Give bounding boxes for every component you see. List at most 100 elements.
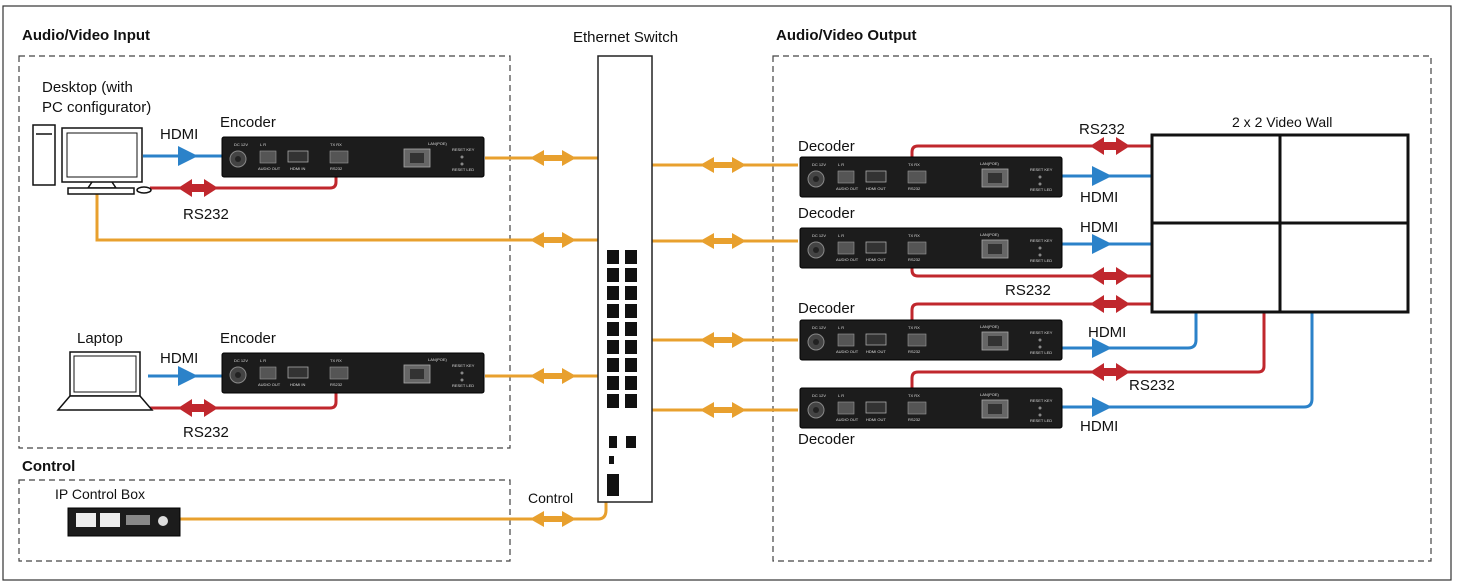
hdmi-label-laptop: HDMI [160,350,198,367]
svg-text:DC 12V: DC 12V [812,233,826,238]
svg-text:RS232: RS232 [330,382,343,387]
svg-text:HDMI OUT: HDMI OUT [866,257,886,262]
svg-text:TX RX: TX RX [908,325,920,330]
svg-text:L R: L R [838,162,844,167]
svg-text:DC 12V: DC 12V [812,162,826,167]
output-section-box [772,55,1432,562]
decoder-3: DC 12V L R AUDIO OUT HDMI OUT TX RX RS23… [799,319,1063,361]
desktop-label-line2: PC configurator) [42,99,151,116]
input-section-title: Audio/Video Input [22,27,150,44]
decoder-1: DC 12V L R AUDIO OUT HDMI OUT TX RX RS23… [799,156,1063,198]
hdmi-label-out-4: HDMI [1080,418,1118,435]
svg-text:L R: L R [838,325,844,330]
hdmi-label-out-3: HDMI [1088,324,1126,341]
control-section-title: Control [22,458,75,475]
ip-control-box [67,507,181,537]
desktop-label-line1: Desktop (with [42,79,133,96]
svg-text:TX RX: TX RX [330,142,342,147]
svg-text:RESET KEY: RESET KEY [1030,330,1053,335]
svg-text:HDMI OUT: HDMI OUT [866,417,886,422]
svg-text:AUDIO OUT: AUDIO OUT [258,382,281,387]
svg-text:L R: L R [260,142,266,147]
svg-text:DC 12V: DC 12V [812,325,826,330]
svg-text:RS232: RS232 [908,186,921,191]
rs232-arrows [178,137,1130,417]
svg-text:HDMI OUT: HDMI OUT [866,349,886,354]
encoder-2: DC 12V L R AUDIO OUT HDMI IN TX RX RS232… [221,352,485,394]
svg-text:AUDIO OUT: AUDIO OUT [836,257,859,262]
ethernet-arrows [530,150,746,527]
svg-text:L R: L R [260,358,266,363]
ip-control-box-label: IP Control Box [55,486,145,502]
svg-text:LAN(POE): LAN(POE) [428,357,448,362]
control-link-label: Control [528,490,573,506]
svg-text:RESET LED: RESET LED [1030,258,1052,263]
outer-frame [2,5,1452,581]
svg-text:TX RX: TX RX [908,162,920,167]
rs232-label-desktop: RS232 [183,206,229,223]
hdmi-arrows [178,146,1112,417]
decoder-label-4: Decoder [798,431,855,448]
decoder-4: DC 12V L R AUDIO OUT HDMI OUT TX RX RS23… [799,387,1063,429]
svg-text:RS232: RS232 [908,417,921,422]
svg-text:RESET LED: RESET LED [1030,350,1052,355]
rs232-label-out-3: RS232 [1129,377,1175,394]
rs232-label-out-2: RS232 [1005,282,1051,299]
laptop-icon [56,351,154,411]
svg-text:LAN(POE): LAN(POE) [428,141,448,146]
encoder-1: DC 12V L R AUDIO OUT HDMI IN TX RX RS232… [221,136,485,178]
svg-text:L R: L R [838,233,844,238]
hdmi-label-out-1: HDMI [1080,189,1118,206]
input-section-box [18,55,511,449]
svg-text:RESET LED: RESET LED [452,383,474,388]
svg-text:LAN(POE): LAN(POE) [980,161,1000,166]
svg-text:L R: L R [838,393,844,398]
svg-text:DC 12V: DC 12V [234,358,248,363]
svg-text:RESET KEY: RESET KEY [452,147,475,152]
decoder-label-2: Decoder [798,205,855,222]
desktop-computer-icon [32,124,152,195]
svg-text:RESET LED: RESET LED [1030,418,1052,423]
ethernet-switch [597,55,653,503]
svg-text:TX RX: TX RX [908,393,920,398]
encoder-label-1: Encoder [220,114,276,131]
svg-text:HDMI IN: HDMI IN [290,166,305,171]
rs232-cables [150,144,1266,410]
svg-text:LAN(POE): LAN(POE) [980,324,1000,329]
hdmi-label-out-2: HDMI [1080,219,1118,236]
svg-text:RS232: RS232 [330,166,343,171]
rs232-label-laptop: RS232 [183,424,229,441]
decoder-2: DC 12V L R AUDIO OUT HDMI OUT TX RX RS23… [799,227,1063,269]
svg-text:RESET KEY: RESET KEY [1030,167,1053,172]
svg-text:TX RX: TX RX [908,233,920,238]
switch-title: Ethernet Switch [573,29,678,46]
svg-text:RESET KEY: RESET KEY [1030,238,1053,243]
svg-text:HDMI OUT: HDMI OUT [866,186,886,191]
svg-text:TX RX: TX RX [330,358,342,363]
svg-text:RS232: RS232 [908,349,921,354]
svg-text:RESET KEY: RESET KEY [1030,398,1053,403]
svg-text:RESET LED: RESET LED [452,167,474,172]
svg-text:LAN(POE): LAN(POE) [980,232,1000,237]
hdmi-label-desktop: HDMI [160,126,198,143]
svg-text:RESET KEY: RESET KEY [452,363,475,368]
output-section-title: Audio/Video Output [776,27,917,44]
svg-text:AUDIO OUT: AUDIO OUT [836,186,859,191]
svg-text:DC 12V: DC 12V [812,393,826,398]
laptop-label: Laptop [77,330,123,347]
encoder-label-2: Encoder [220,330,276,347]
svg-text:DC 12V: DC 12V [234,142,248,147]
rs232-label-out-1: RS232 [1079,121,1125,138]
svg-text:RS232: RS232 [908,257,921,262]
svg-text:HDMI IN: HDMI IN [290,382,305,387]
video-wall-label: 2 x 2 Video Wall [1232,114,1332,130]
svg-text:LAN(POE): LAN(POE) [980,392,1000,397]
svg-text:AUDIO OUT: AUDIO OUT [258,166,281,171]
svg-text:AUDIO OUT: AUDIO OUT [836,417,859,422]
decoder-label-1: Decoder [798,138,855,155]
svg-text:RESET LED: RESET LED [1030,187,1052,192]
video-wall [1150,133,1410,314]
svg-text:AUDIO OUT: AUDIO OUT [836,349,859,354]
decoder-label-3: Decoder [798,300,855,317]
